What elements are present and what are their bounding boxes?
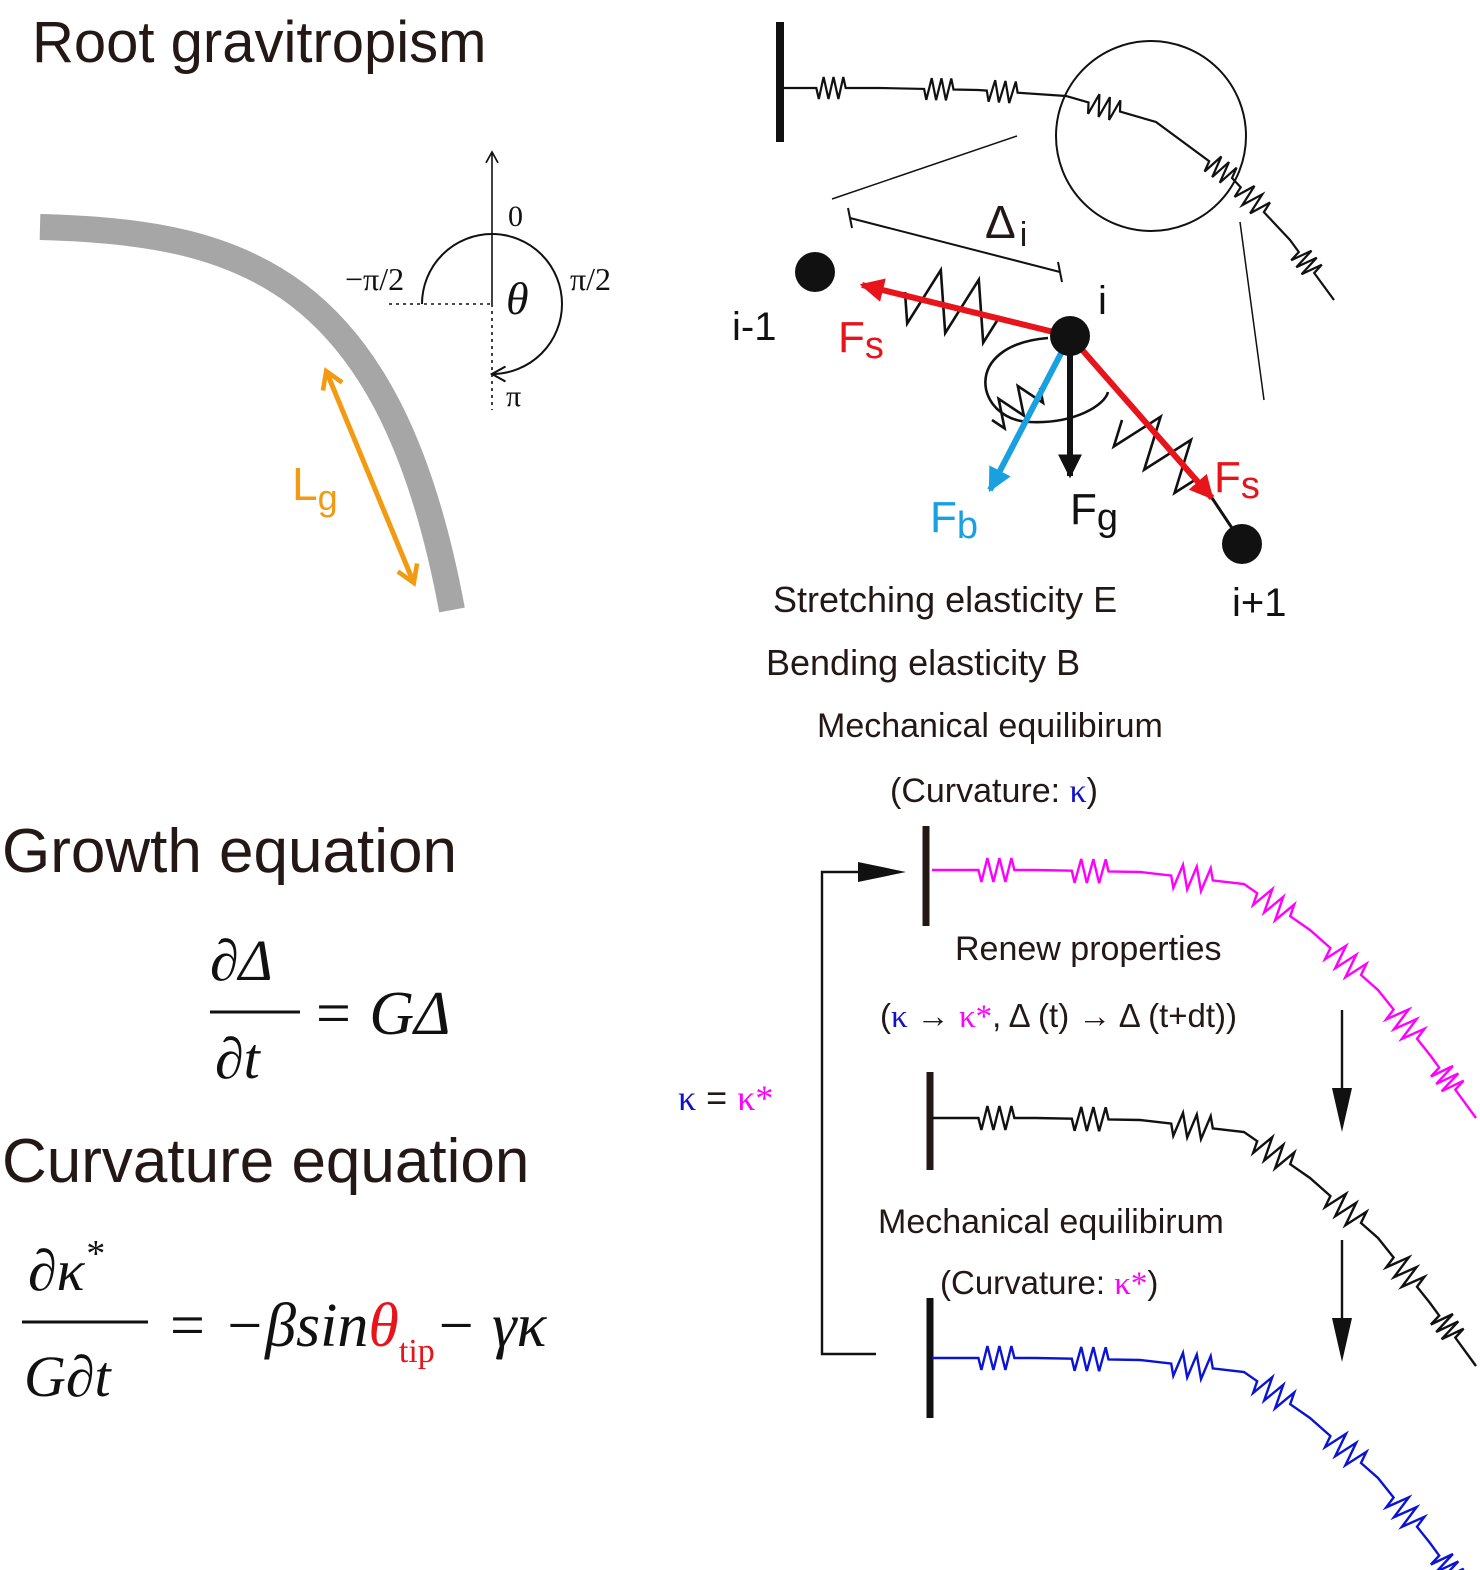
curvature-rhs: = −βsinθtip− γκ	[166, 1292, 548, 1370]
angle-pi-label: π	[506, 380, 521, 413]
fs-left-label: Fs	[838, 313, 884, 367]
growth-zone-arrow	[320, 367, 420, 587]
fg-label: Fg	[1070, 485, 1118, 539]
fs-right-label: Fs	[1214, 453, 1260, 507]
growth-denominator: ∂t	[215, 1026, 262, 1091]
growth-numerator: ∂Δ	[210, 928, 273, 993]
curvature-denominator: G∂t	[24, 1344, 113, 1409]
step1-title: Mechanical equilibirum	[817, 707, 1163, 745]
step1-subtitle: (Curvature: κ)	[890, 772, 1098, 810]
angle-diagram: 0 −π/2 π/2 π θ	[345, 150, 611, 413]
growth-equation-title: Growth equation	[2, 817, 457, 886]
step2-title: Renew properties	[955, 930, 1221, 968]
step3-subtitle: (Curvature: κ*)	[940, 1264, 1158, 1302]
node-prev-label: i-1	[732, 305, 776, 349]
spring-chain-black	[926, 1072, 1477, 1367]
bending-elasticity-label: Bending elasticity B	[766, 642, 1080, 683]
node-next-label: i+1	[1232, 581, 1287, 625]
node-current	[1050, 316, 1090, 356]
step3-title: Mechanical equilibirum	[878, 1203, 1224, 1241]
node-current-label: i	[1098, 279, 1107, 323]
growth-zone-label: Lg	[292, 458, 338, 518]
curvature-numerator: ∂κ*	[28, 1233, 104, 1303]
angle-theta-label: θ	[506, 273, 529, 324]
node-prev	[795, 252, 835, 292]
node-next	[1222, 524, 1262, 564]
fs-right-arrow	[1067, 334, 1215, 500]
fs-left-arrow	[859, 278, 1071, 339]
spring-chain-magenta	[922, 826, 1477, 1119]
curvature-equation-title: Curvature equation	[2, 1127, 529, 1196]
growth-equation: ∂Δ ∂t = GΔ	[210, 928, 451, 1091]
stretching-elasticity-label: Stretching elasticity E	[773, 579, 1117, 620]
spring-chain-blue	[926, 1298, 1465, 1570]
fb-arrow	[987, 334, 1073, 493]
root-gravitropism-title: Root gravitropism	[32, 10, 486, 75]
angle-zero-label: 0	[508, 200, 523, 233]
spring-chain-top	[776, 22, 1335, 401]
curvature-equation: ∂κ* G∂t = −βsinθtip− γκ	[22, 1233, 548, 1409]
fb-label: Fb	[930, 493, 978, 547]
zoom-line-left	[831, 135, 1018, 200]
root-shape	[39, 214, 465, 613]
angle-half-pi-label: π/2	[570, 261, 611, 297]
zoom-line-right	[1239, 221, 1265, 401]
growth-rhs: = GΔ	[312, 980, 451, 1048]
zoom-circle	[1055, 40, 1247, 232]
flow-arrows	[820, 862, 1352, 1362]
step2-subtitle: (κ → κ*, Δ (t) → Δ (t+dt))	[880, 997, 1237, 1035]
feedback-label: κ = κ*	[678, 1077, 773, 1118]
angle-minus-half-pi-label: −π/2	[345, 261, 404, 297]
